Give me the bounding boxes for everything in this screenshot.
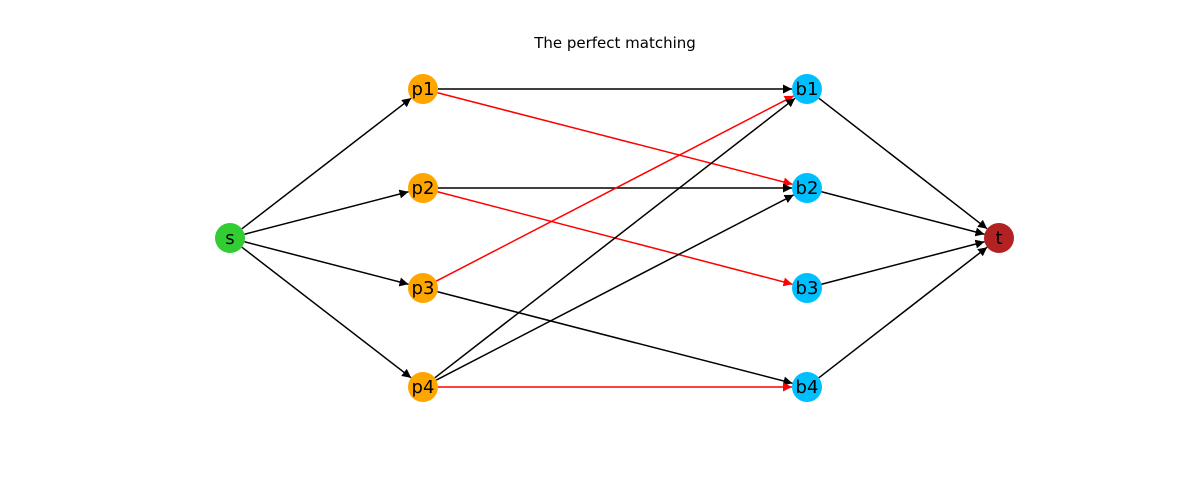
edge-p4-b1: [434, 97, 796, 379]
node-circle-b3: [792, 273, 822, 303]
node-label-b4: b4: [796, 377, 819, 398]
node-b4: b4: [792, 372, 822, 402]
node-circle-s: [215, 223, 245, 253]
nodes-layer: s p1 p2 p3 p4 b1 b2 b3 b4 t: [215, 74, 1014, 402]
edge-s-p3: [244, 241, 409, 287]
node-t: t: [984, 223, 1014, 253]
node-label-p3: p3: [412, 278, 435, 299]
edge-b3-t: [821, 239, 985, 285]
node-p3: p3: [408, 273, 438, 303]
edge-b2-t: [821, 191, 985, 237]
node-p1: p1: [408, 74, 438, 104]
node-b3: b3: [792, 273, 822, 303]
diagram-title: The perfect matching: [533, 34, 696, 52]
edge-s-p2: [244, 189, 409, 235]
edge-b4-t: [818, 246, 988, 379]
node-circle-b2: [792, 173, 822, 203]
node-label-p2: p2: [412, 178, 435, 199]
node-circle-t: [984, 223, 1014, 253]
edge-p4-b2: [435, 194, 795, 381]
node-label-t: t: [995, 228, 1002, 249]
node-circle-p1: [408, 74, 438, 104]
node-label-p1: p1: [412, 79, 435, 100]
edge-p1-b2-matched: [437, 92, 793, 187]
node-p4: p4: [408, 372, 438, 402]
node-p2: p2: [408, 173, 438, 203]
edge-s-p1: [241, 97, 412, 230]
node-label-b1: b1: [796, 79, 819, 100]
node-label-p4: p4: [412, 377, 435, 398]
node-circle-b4: [792, 372, 822, 402]
node-b2: b2: [792, 173, 822, 203]
node-circle-p4: [408, 372, 438, 402]
node-circle-p3: [408, 273, 438, 303]
node-circle-b1: [792, 74, 822, 104]
node-circle-p2: [408, 173, 438, 203]
node-label-b3: b3: [796, 278, 819, 299]
node-b1: b1: [792, 74, 822, 104]
edge-p3-b4: [437, 291, 793, 386]
node-s: s: [215, 223, 245, 253]
edge-b1-t: [818, 97, 988, 230]
edge-s-p4: [241, 246, 412, 379]
node-label-s: s: [225, 228, 234, 249]
edge-p3-b1-matched: [435, 95, 795, 282]
edges-layer: [241, 84, 988, 392]
node-label-b2: b2: [796, 178, 819, 199]
